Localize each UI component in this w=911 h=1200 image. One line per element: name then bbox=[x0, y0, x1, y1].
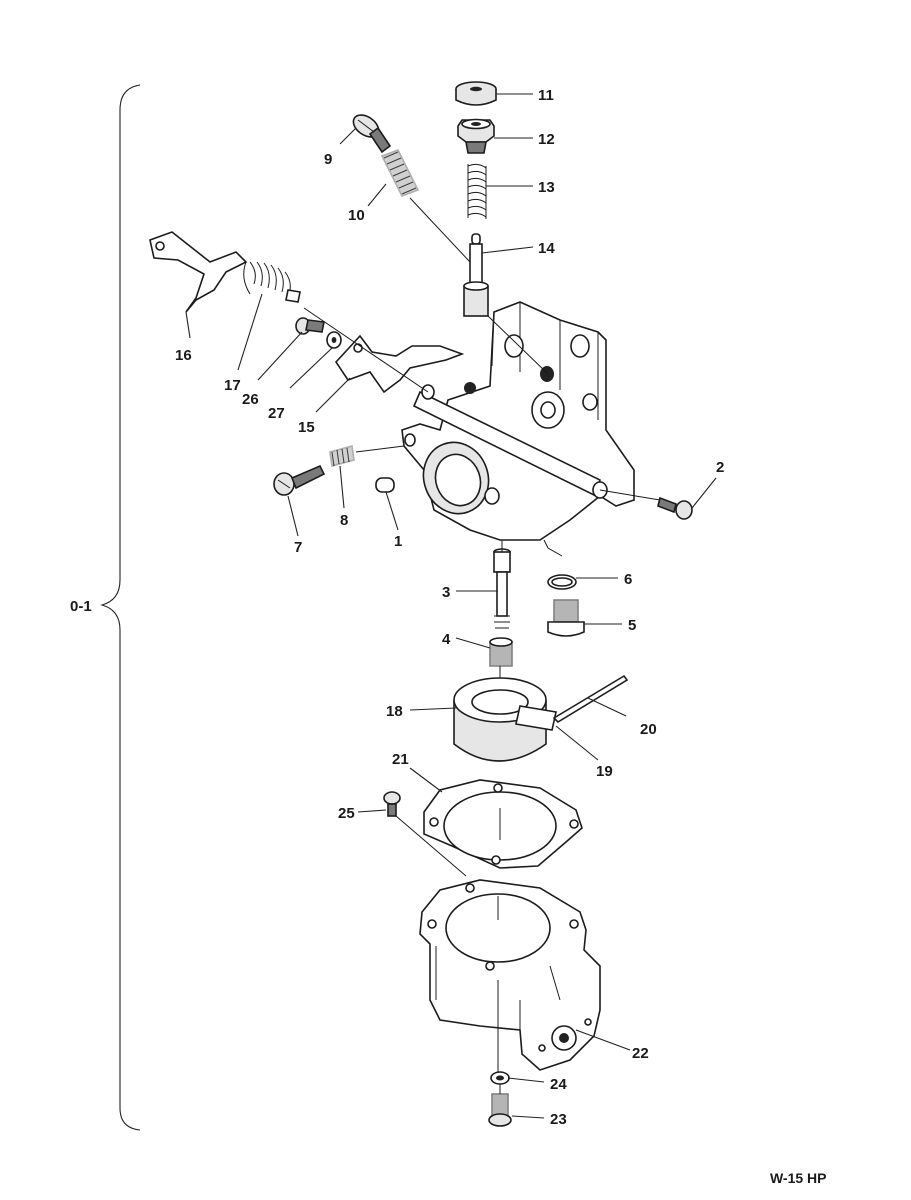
callout-20: 20 bbox=[640, 721, 657, 738]
part-4-jet bbox=[489, 637, 513, 667]
part-24-ring bbox=[490, 1071, 510, 1085]
callout-18: 18 bbox=[386, 703, 403, 720]
callout-23: 23 bbox=[550, 1111, 567, 1128]
callout-11: 11 bbox=[538, 87, 554, 104]
part-8-spring bbox=[329, 444, 355, 468]
callout-4: 4 bbox=[442, 631, 451, 648]
callout-19: 19 bbox=[596, 763, 613, 780]
part-7-screw bbox=[273, 464, 326, 496]
part-25-screw bbox=[383, 791, 401, 817]
part-22-bowl bbox=[419, 879, 601, 1071]
callout-9: 9 bbox=[324, 151, 332, 168]
part-12-plug bbox=[457, 118, 495, 154]
part-17-spring bbox=[243, 261, 301, 303]
part-10-spring bbox=[380, 148, 420, 198]
callout-2: 2 bbox=[716, 459, 724, 476]
callout-15: 15 bbox=[298, 419, 315, 436]
part-19-tab bbox=[515, 705, 557, 731]
callout-10: 10 bbox=[348, 207, 365, 224]
assembly-lines bbox=[303, 197, 661, 1094]
leader-lines bbox=[185, 93, 717, 1119]
part-14-needle bbox=[463, 233, 489, 317]
part-9-screw bbox=[352, 114, 392, 154]
part-16-bracket bbox=[149, 231, 248, 313]
callout-21: 21 bbox=[392, 751, 409, 768]
callout-5: 5 bbox=[628, 617, 636, 634]
part-13-spring bbox=[467, 163, 487, 219]
part-15-lever bbox=[334, 334, 465, 394]
part-11-cap bbox=[455, 81, 497, 106]
part-6-ring bbox=[547, 574, 577, 590]
callout-6: 6 bbox=[624, 571, 632, 588]
callout-8: 8 bbox=[340, 512, 348, 529]
callouts: 11 12 9 13 10 14 16 17 26 27 15 2 7 8 1 … bbox=[175, 87, 724, 1128]
callout-22: 22 bbox=[632, 1045, 649, 1062]
callout-27: 27 bbox=[268, 405, 285, 422]
part-21-gasket bbox=[423, 779, 583, 869]
callout-13: 13 bbox=[538, 179, 555, 196]
callout-25: 25 bbox=[338, 805, 355, 822]
group-label: 0-1 bbox=[70, 598, 92, 615]
callout-17: 17 bbox=[224, 377, 241, 394]
callout-7: 7 bbox=[294, 539, 302, 556]
callout-24: 24 bbox=[550, 1076, 567, 1093]
callout-12: 12 bbox=[538, 131, 555, 148]
part-carburetor-body bbox=[401, 301, 635, 541]
part-27-washer bbox=[326, 331, 342, 349]
part-5-plug bbox=[547, 599, 585, 637]
part-2-screw bbox=[657, 496, 693, 520]
group-brace bbox=[99, 84, 141, 1131]
part-1-plug bbox=[375, 477, 395, 493]
callout-3: 3 bbox=[442, 584, 450, 601]
model-label: W-15 HP bbox=[770, 1170, 827, 1186]
part-26-screw bbox=[295, 317, 325, 335]
part-23-screw bbox=[488, 1093, 512, 1127]
callout-26: 26 bbox=[242, 391, 259, 408]
part-3-jet bbox=[493, 548, 511, 629]
callout-1: 1 bbox=[394, 533, 402, 550]
callout-16: 16 bbox=[175, 347, 192, 364]
callout-14: 14 bbox=[538, 240, 555, 257]
